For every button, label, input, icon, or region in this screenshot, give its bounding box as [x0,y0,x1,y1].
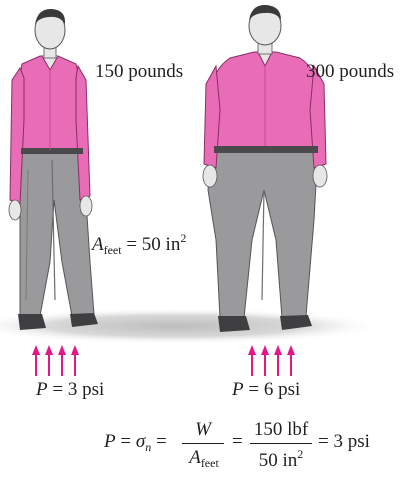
pressure-arrow [58,345,66,376]
person-heavy [203,5,327,332]
eq-frac1-bar [182,443,224,444]
pressure-symbol-heavy: P [232,379,244,400]
pressure-value-thin: = 3 psi [52,379,104,400]
weight-label-heavy: 300 pounds [306,62,394,81]
floor-shadow [0,308,385,344]
eq-frac1-den: Afeet [180,448,228,469]
pressure-arrow [32,345,40,376]
eq-frac1-den-sub: feet [201,456,219,470]
area-label: Afeet = 50 in2 [92,232,186,256]
eq-equals-2: = [156,431,167,452]
thin-shoe-left [18,314,46,330]
area-exponent: 2 [180,231,186,245]
eq-frac2-den: 50 in2 [250,448,312,470]
thin-shirt [18,56,84,152]
pressure-arrows-thin [32,345,79,376]
heavy-shoe-left [218,316,250,332]
eq-frac1-den-symbol: A [189,447,201,468]
area-symbol: A [92,234,104,255]
pressure-arrows-heavy [248,345,295,376]
eq-lhs: P [104,431,116,452]
pressure-value-heavy: = 6 psi [248,379,300,400]
pressure-arrow [71,345,79,376]
eq-frac2-num: 150 lbf [250,420,312,439]
eq-frac2-den-text: 50 in [259,450,298,471]
eq-equals-1: = [120,431,131,452]
eq-frac2-bar [250,443,312,444]
weight-label-thin: 150 pounds [95,62,183,81]
area-subscript: feet [104,243,122,257]
person-thin [9,9,98,330]
pressure-label-heavy: P = 6 psi [232,380,300,399]
pressure-symbol-thin: P [36,379,48,400]
area-value: = 50 in [126,234,180,255]
eq-equals-3: = [232,432,243,451]
eq-frac1-num: W [182,420,224,439]
pressure-arrow [45,345,53,376]
pressure-arrow [287,345,295,376]
pressure-label-thin: P = 3 psi [36,380,104,399]
eq-sigma: σ [136,431,145,452]
eq-result: = 3 psi [318,432,370,451]
pressure-arrow [274,345,282,376]
eq-sigma-sub: n [145,440,151,454]
pressure-arrow [261,345,269,376]
pressure-arrow [248,345,256,376]
pressure-equation: P = σn = W Afeet = 150 lbf 50 in2 = 3 ps… [104,414,374,476]
eq-frac2-den-exp: 2 [297,447,303,461]
